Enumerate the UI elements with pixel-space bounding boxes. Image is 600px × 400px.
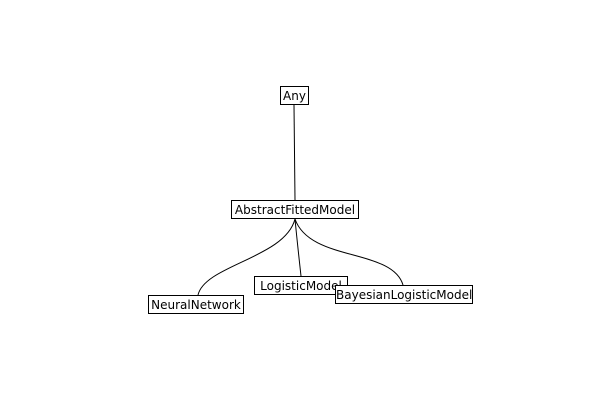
node-neural-network: NeuralNetwork: [148, 295, 244, 314]
node-label: BayesianLogisticModel: [336, 288, 473, 302]
node-label: AbstractFittedModel: [234, 203, 356, 217]
edge-abstract-to-bayesian: [294, 218, 404, 286]
node-label: LogisticModel: [260, 279, 342, 293]
edge-abstract-to-neural: [197, 218, 296, 296]
node-logistic-model: LogisticModel: [254, 276, 348, 295]
edge-abstract-to-logistic: [294, 218, 302, 277]
node-label: NeuralNetwork: [151, 298, 241, 312]
edge-any-to-abstract: [293, 104, 296, 201]
node-any: Any: [280, 86, 309, 105]
node-abstract-fitted-model: AbstractFittedModel: [231, 200, 359, 219]
node-bayesian-logistic-model: BayesianLogisticModel: [335, 285, 473, 304]
node-label: Any: [283, 89, 306, 103]
